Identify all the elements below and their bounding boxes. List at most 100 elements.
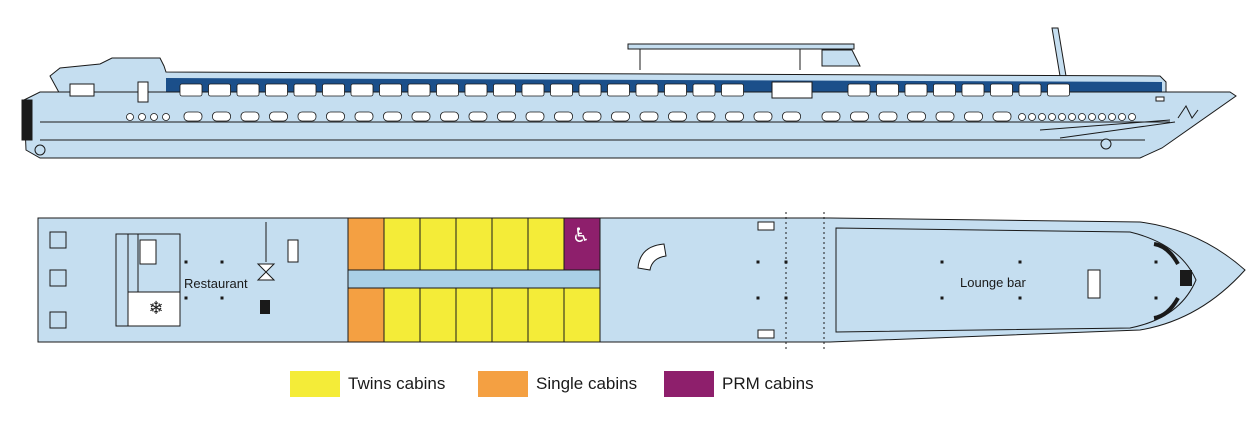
window — [383, 111, 402, 122]
window — [721, 83, 744, 97]
legend-label-single: Single cabins — [536, 374, 638, 393]
window — [411, 111, 431, 122]
legend-label-prm: PRM cabins — [722, 374, 814, 393]
porthole — [126, 113, 134, 121]
window — [907, 111, 926, 122]
window — [578, 83, 602, 97]
porthole — [1088, 113, 1096, 121]
cabin-single — [347, 287, 385, 343]
galley-stairs — [139, 239, 157, 265]
porthole — [1128, 113, 1136, 121]
cabin-twins — [419, 287, 457, 343]
window — [468, 111, 488, 122]
window — [521, 83, 545, 97]
cabin-prm — [563, 217, 601, 271]
pillar — [184, 260, 188, 264]
window — [611, 111, 630, 122]
pillar — [220, 296, 224, 300]
cabin-twins — [455, 217, 493, 271]
window — [212, 111, 231, 122]
legend-single: Single cabins — [478, 370, 637, 398]
porthole — [1078, 113, 1086, 121]
window — [497, 111, 516, 122]
window — [350, 83, 374, 97]
window — [639, 111, 659, 122]
window — [782, 111, 801, 122]
window — [183, 111, 203, 122]
porthole — [162, 113, 170, 121]
pillar — [940, 260, 944, 264]
pillar — [784, 260, 788, 264]
window — [607, 83, 630, 97]
window — [692, 83, 716, 97]
pillar — [784, 296, 788, 300]
porthole — [1038, 113, 1046, 121]
sun-deck-canopy — [627, 43, 855, 50]
pillar — [940, 296, 944, 300]
window — [935, 111, 955, 122]
legend: Twins cabins Single cabins PRM cabins — [0, 370, 1260, 398]
porthole — [1028, 113, 1036, 121]
legend-swatch-prm — [664, 371, 714, 397]
cabin-twins — [455, 287, 493, 343]
porthole — [138, 113, 146, 121]
window — [525, 111, 545, 122]
pillar — [1154, 260, 1158, 264]
hourglass-icon — [256, 263, 276, 281]
window — [992, 111, 1012, 122]
wheelhouse — [821, 49, 861, 67]
window — [664, 83, 687, 97]
window — [964, 111, 983, 122]
porthole — [1118, 113, 1126, 121]
legend-swatch-twins — [290, 371, 340, 397]
wheelchair-icon: ♿ — [572, 223, 590, 247]
window — [554, 111, 573, 122]
window — [240, 111, 260, 122]
window — [696, 111, 716, 122]
pillar — [1154, 296, 1158, 300]
porthole — [1058, 113, 1066, 121]
window — [847, 83, 871, 97]
deck-pillars — [184, 260, 1158, 300]
cabin-twins — [491, 217, 529, 271]
cabin-twins — [527, 287, 565, 343]
porthole — [1098, 113, 1106, 121]
legend-prm: PRM cabins — [664, 370, 814, 398]
window — [322, 83, 345, 97]
window — [179, 83, 203, 97]
window — [293, 83, 317, 97]
legend-label-twins: Twins cabins — [348, 374, 446, 393]
mast — [1051, 27, 1067, 77]
window — [821, 111, 841, 122]
cabin-twins — [383, 217, 421, 271]
pillar — [756, 260, 760, 264]
window — [1047, 83, 1070, 97]
staircase-icon — [637, 243, 667, 271]
window — [850, 111, 869, 122]
porthole — [1018, 113, 1026, 121]
cabin-corridor — [347, 269, 601, 289]
cabin-twins — [527, 217, 565, 271]
bridge-window — [771, 81, 813, 99]
bow-stairs — [1087, 269, 1101, 299]
upper-windows — [179, 83, 1070, 97]
pillar — [1018, 296, 1022, 300]
window — [933, 83, 956, 97]
deck-outline — [37, 217, 1246, 343]
window — [436, 83, 459, 97]
window — [493, 83, 516, 97]
cabin-grid — [347, 217, 601, 343]
window — [265, 83, 288, 97]
cabin-twins — [383, 287, 421, 343]
porthole — [1068, 113, 1076, 121]
porthole — [150, 113, 158, 121]
bow-anchor-icon — [1100, 138, 1112, 150]
service-block — [260, 300, 270, 314]
cabin-twins — [419, 217, 457, 271]
pillar — [756, 296, 760, 300]
porthole — [1108, 113, 1116, 121]
bow-logo-icon — [1177, 105, 1199, 119]
window — [990, 83, 1013, 97]
window — [464, 83, 488, 97]
window — [236, 83, 260, 97]
